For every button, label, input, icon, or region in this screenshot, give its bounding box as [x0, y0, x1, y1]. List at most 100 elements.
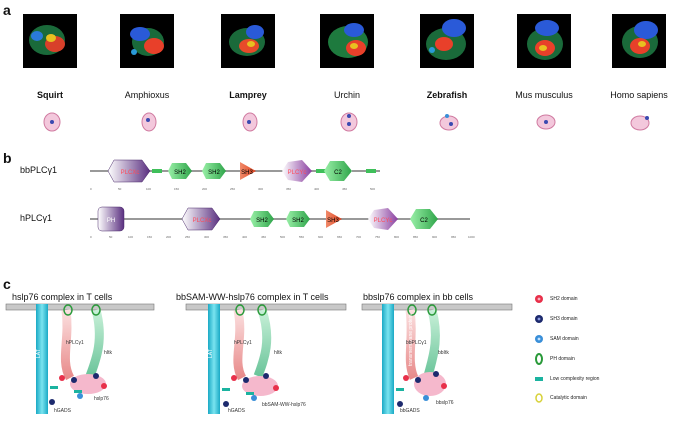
zebrafish-cell-icon: [439, 114, 459, 131]
svg-text:LAT: LAT: [36, 349, 42, 358]
amphioxus-structure-image: [120, 14, 174, 68]
bbplcg1-sh2-domain-2: [202, 163, 226, 179]
panel-a-label: a: [3, 2, 11, 18]
svg-text:500: 500: [280, 235, 285, 239]
bbplcg1-low-complexity-2: [316, 169, 326, 173]
hplcg1-ph-label: PH: [107, 218, 115, 224]
complex-title-bbsam-ww-hslp76: bbSAM-WW-hslp76 complex in T cells: [176, 292, 329, 302]
complex-title-bbslp76: bbslp76 complex in bb cells: [363, 292, 474, 302]
legend-label-sam: SAM domain: [550, 336, 579, 342]
svg-text:transmembrane protein: transmembrane protein: [408, 314, 414, 366]
squirt-cell-icon: [43, 112, 61, 132]
amphioxus-cell-icon: [141, 112, 157, 132]
protein-label-bbplcg1: bbPLCγ1: [20, 165, 58, 175]
svg-text:700: 700: [356, 235, 361, 239]
species-label-squirt: Squirt: [37, 90, 63, 100]
hplcg1-plcxc-domain: [181, 207, 221, 231]
protein-label-hplcg1: hPLCγ1: [20, 213, 53, 223]
hplcg1-arm-2: [233, 309, 247, 381]
svg-text:bbItk: bbItk: [438, 350, 449, 356]
bbplcg1-sh3-label: SH3: [241, 170, 253, 176]
legend-label-catalytic: Catalytic domain: [550, 395, 587, 401]
hplcg1-plcyc-label: PLCYc: [374, 218, 393, 224]
legend-label-ph: PH domain: [550, 356, 575, 362]
svg-text:hPLCγ1: hPLCγ1: [234, 340, 252, 346]
hplcg1-arm-1: [60, 309, 75, 381]
svg-text:500: 500: [370, 187, 375, 191]
lamprey-cell-icon: [242, 112, 258, 132]
svg-text:350: 350: [223, 235, 228, 239]
membrane-3: [361, 303, 513, 311]
svg-text:450: 450: [342, 187, 347, 191]
svg-text:400: 400: [242, 235, 247, 239]
legend-label-sh2: SH2 domain: [550, 296, 578, 302]
lat-bar-1: [36, 304, 48, 414]
complex-3-bbslp76: transmembrane protein bbPLCγ1 bbItk bbGA…: [361, 303, 513, 414]
bbplcg1-plcxc-domain: [107, 159, 151, 183]
hplcg1-sh2-domain-1: [250, 211, 274, 227]
svg-text:hItk: hItk: [104, 350, 113, 356]
hplcg1-sh3-domain: [326, 210, 342, 228]
svg-text:100: 100: [146, 187, 151, 191]
svg-text:50: 50: [109, 235, 113, 239]
bbplcg1-arm: [405, 309, 419, 380]
hitk-arm-2: [253, 308, 272, 378]
bbplcg1-plcyc-label: PLCYc: [288, 170, 307, 176]
bbplcg1-low-complexity-1: [152, 169, 162, 173]
svg-text:100: 100: [128, 235, 133, 239]
svg-text:bbslp76: bbslp76: [436, 400, 454, 406]
svg-text:hGADS: hGADS: [54, 408, 72, 414]
bbitk-arm: [423, 308, 440, 378]
svg-text:200: 200: [202, 187, 207, 191]
species-label-lamprey: Lamprey: [229, 90, 267, 100]
lat-bar-2: [208, 304, 220, 414]
membrane-1: [5, 303, 155, 311]
svg-text:1000: 1000: [468, 235, 475, 239]
svg-text:800: 800: [394, 235, 399, 239]
bbplcg1-sh2-label-1: SH2: [174, 170, 186, 176]
bbplcg1-plcyc-domain: [282, 160, 312, 182]
svg-text:bbSAM-WW-hslp76: bbSAM-WW-hslp76: [262, 402, 306, 408]
complex-1-hslp76: LAT hPLCγ1 hItk hGADS hslp76: [5, 303, 155, 414]
species-label-mus-musculus: Mus musculus: [515, 90, 573, 100]
legend-label-sh3: SH3 domain: [550, 316, 578, 322]
panel-b-label: b: [3, 150, 12, 166]
bbplcg1-sh2-label-2: SH2: [208, 170, 220, 176]
hplcg1-ph-domain: [97, 206, 125, 232]
svg-text:50: 50: [118, 187, 122, 191]
legend-label-low-complexity: Low complexity region: [550, 376, 600, 382]
bbplcg1-sh3-domain: [240, 162, 256, 180]
hplcg1-sh2-label-1: SH2: [256, 218, 268, 224]
mus-musculus-cell-icon: [536, 114, 556, 130]
hplcg1-sh2-domain-2: [286, 211, 310, 227]
panel-c-label: c: [3, 276, 11, 292]
urchin-cell-icon: [340, 112, 358, 132]
svg-text:bbPLCγ1: bbPLCγ1: [406, 340, 427, 346]
complex-2-bbsam-ww-hslp76: LAT hPLCγ1 hItk hGADS bbSAM-WW-hslp76: [185, 303, 347, 414]
svg-text:250: 250: [230, 187, 235, 191]
bbplcg1-c2-domain: [324, 161, 352, 181]
svg-text:450: 450: [261, 235, 266, 239]
urchin-structure-image: [320, 14, 374, 68]
zebrafish-structure-image: [420, 14, 474, 68]
bbslp76-body: [414, 372, 446, 396]
bbplcg1-c2-label: C2: [334, 170, 342, 176]
species-label-zebrafish: Zebrafish: [426, 90, 468, 100]
svg-text:550: 550: [299, 235, 304, 239]
red-oval-icon: [535, 295, 543, 303]
svg-text:hPLCγ1: hPLCγ1: [66, 340, 84, 346]
squirt-structure-image: [23, 14, 77, 68]
svg-text:0: 0: [90, 187, 92, 191]
homo-sapiens-structure-image: [612, 14, 666, 68]
bbsam-ww-hslp76-body: [242, 376, 278, 396]
hplcg1-sh2-label-2: SH2: [292, 218, 304, 224]
svg-text:950: 950: [451, 235, 456, 239]
svg-text:bbGADS: bbGADS: [400, 408, 420, 414]
svg-text:300: 300: [204, 235, 209, 239]
svg-text:0: 0: [90, 235, 92, 239]
svg-text:850: 850: [413, 235, 418, 239]
yellow-ring-icon: [535, 393, 543, 403]
